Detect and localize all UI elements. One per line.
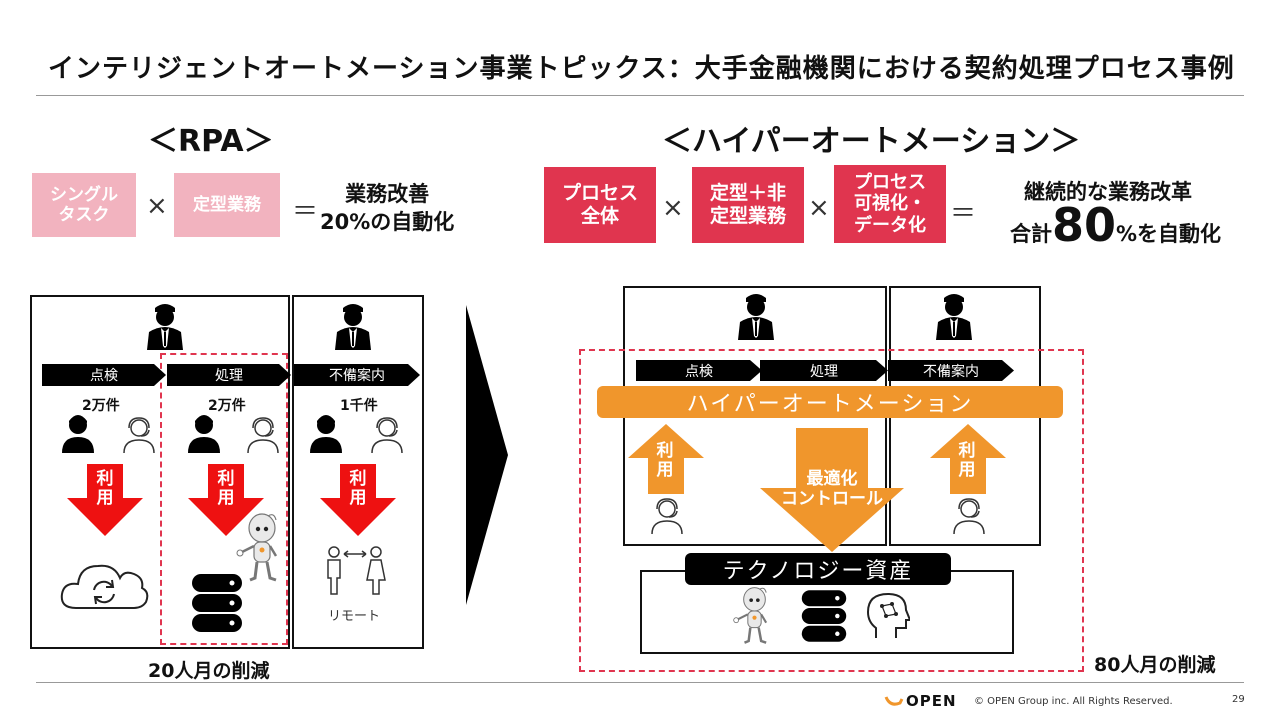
rpa-reduction: 20人月の削減 xyxy=(148,660,270,682)
rpa-use-label: 利 用 xyxy=(217,469,235,508)
person-suit-icon xyxy=(738,294,774,340)
rpa-count-notice: 1千件 xyxy=(340,398,378,414)
rpa-count-inspection: 2万件 xyxy=(82,398,120,414)
rpa-step-inspection: 点検 xyxy=(42,364,166,386)
hyper-automation-bar: ハイパーオートメーション xyxy=(597,386,1063,418)
database-icon xyxy=(192,574,242,632)
hyper-result-line1: 継続的な業務改革 xyxy=(1024,180,1192,204)
rpa-step-processing: 処理 xyxy=(167,364,291,386)
rpa-equals: ＝ xyxy=(292,197,319,227)
down-arrow-icon xyxy=(67,464,143,536)
headset-operator-icon xyxy=(371,417,403,453)
rpa-box-main xyxy=(30,295,290,649)
headset-operator-icon xyxy=(953,498,985,534)
logo-text: OPEN xyxy=(906,692,957,710)
up-arrow-icon xyxy=(930,424,1006,494)
rpa-times-1: × xyxy=(146,191,168,221)
hyper-reduction: 80人月の削減 xyxy=(1094,654,1216,676)
down-arrow-icon xyxy=(320,464,396,536)
rpa-use-label: 利 用 xyxy=(96,469,114,508)
hyper-tag-routine-nonroutine: 定型＋非 定型業務 xyxy=(692,167,804,243)
person-suit-icon xyxy=(936,294,972,340)
rpa-heading: ＜RPA＞ xyxy=(148,124,274,159)
robot-mascot-icon xyxy=(236,513,278,582)
title-divider xyxy=(36,95,1244,96)
worker-icon xyxy=(310,415,342,453)
hyper-result-line2: 合計80%を自動化 xyxy=(1010,202,1221,248)
ai-brain-head-icon xyxy=(866,592,910,638)
hyper-use-label: 利 用 xyxy=(656,441,674,480)
person-suit-icon xyxy=(147,304,183,350)
control-label: 最適化 コントロール xyxy=(781,469,883,510)
remote-people-icon xyxy=(327,546,386,595)
rpa-box-notice xyxy=(292,295,424,649)
page-number: 29 xyxy=(1232,694,1245,705)
hyper-result-prefix: 合計 xyxy=(1010,222,1052,246)
tech-assets-label: テクノロジー資産 xyxy=(685,553,951,585)
remote-label: リモート xyxy=(328,609,381,624)
rpa-use-label: 利 用 xyxy=(349,469,367,508)
hyper-step-inspection: 点検 xyxy=(636,360,762,381)
page-title: インテリジェントオートメーション事業トピックス：大手金融機関における契約処理プロ… xyxy=(48,54,1235,84)
copyright: © OPEN Group inc. All Rights Reserved. xyxy=(974,696,1173,707)
footer-logo: OPEN xyxy=(884,692,957,710)
hyper-times-2: × xyxy=(808,193,830,223)
worker-icon xyxy=(62,415,94,453)
headset-operator-icon xyxy=(123,417,155,453)
hyper-tag-visualization: プロセス 可視化・ データ化 xyxy=(834,165,946,243)
hyper-step-notice: 不備案内 xyxy=(888,360,1014,381)
rpa-tag-single-task: シングル タスク xyxy=(32,173,136,237)
down-arrow-icon xyxy=(760,428,904,552)
database-icon xyxy=(801,590,847,642)
rpa-highlight-process xyxy=(160,353,288,645)
open-logo-icon xyxy=(884,696,904,706)
hyper-tag-whole-process: プロセス 全体 xyxy=(544,167,656,243)
hyper-highlight-scope xyxy=(579,349,1084,672)
rpa-result: 業務改善 20%の自動化 xyxy=(320,182,455,235)
hyper-heading: ＜ハイパーオートメーション＞ xyxy=(662,124,1081,159)
transition-arrow-icon xyxy=(466,305,508,605)
hyper-use-label: 利 用 xyxy=(958,441,976,480)
robot-mascot-icon xyxy=(733,587,768,644)
down-arrow-icon xyxy=(188,464,264,536)
hyper-result-big: 80 xyxy=(1052,198,1117,252)
headset-operator-icon xyxy=(651,498,683,534)
hyper-times-1: × xyxy=(662,193,684,223)
hyper-result-suffix: %を自動化 xyxy=(1116,222,1222,246)
hyper-equals: ＝ xyxy=(950,199,977,229)
person-suit-icon xyxy=(335,304,371,350)
cloud-sync-icon xyxy=(60,564,149,609)
rpa-step-notice: 不備案内 xyxy=(294,364,420,386)
worker-icon xyxy=(188,415,220,453)
rpa-tag-routine: 定型業務 xyxy=(174,173,280,237)
footer-divider xyxy=(36,682,1244,683)
hyper-step-processing: 処理 xyxy=(760,360,888,381)
headset-operator-icon xyxy=(247,417,279,453)
up-arrow-icon xyxy=(628,424,704,494)
rpa-count-processing: 2万件 xyxy=(208,398,246,414)
